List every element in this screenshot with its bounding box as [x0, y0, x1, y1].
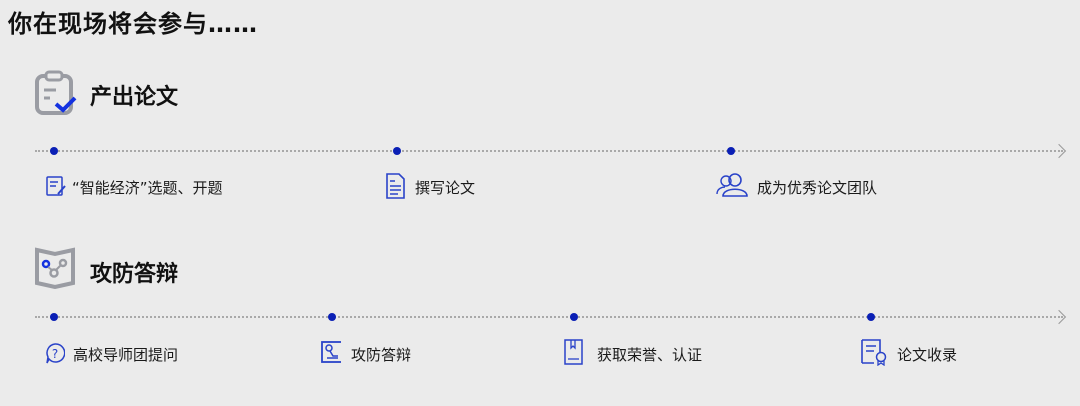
timeline-dot: [50, 313, 58, 321]
timeline-dot: [328, 313, 336, 321]
timeline-dot: [570, 313, 578, 321]
timeline-item-label: 论文收录: [897, 346, 958, 364]
timeline-item-label: 攻防答辩: [351, 346, 412, 364]
timeline-item-label: “智能经济”选题、开题: [72, 179, 223, 197]
podium-icon: [321, 341, 341, 363]
timeline-line: [35, 316, 1063, 318]
arrow-right-icon: [1051, 309, 1067, 325]
timeline-dot: [393, 147, 401, 155]
certificate-icon: [861, 339, 887, 366]
section-heading-papers: 产出论文: [90, 85, 179, 110]
edit-document-icon: [46, 176, 66, 196]
clipboard-check-icon: [35, 70, 77, 115]
arrow-right-icon: [1051, 143, 1067, 159]
section-heading-defense: 攻防答辩: [90, 262, 179, 287]
team-icon: [716, 173, 748, 197]
map-route-icon: [35, 247, 75, 289]
timeline-dot: [50, 147, 58, 155]
timeline-item-label: 成为优秀论文团队: [757, 179, 878, 197]
timeline-item-label: 获取荣誉、认证: [597, 346, 703, 364]
timeline-dot: [727, 147, 735, 155]
svg-text:?: ?: [52, 347, 58, 361]
page-title: 你在现场将会参与……: [8, 10, 258, 38]
honor-icon: [564, 339, 583, 365]
timeline-dot: [867, 313, 875, 321]
timeline-line: [35, 150, 1063, 152]
timeline-item-label: 高校导师团提问: [73, 346, 179, 364]
timeline-item-label: 撰写论文: [415, 179, 476, 197]
document-icon: [386, 173, 405, 199]
question-icon: ?: [46, 343, 65, 364]
